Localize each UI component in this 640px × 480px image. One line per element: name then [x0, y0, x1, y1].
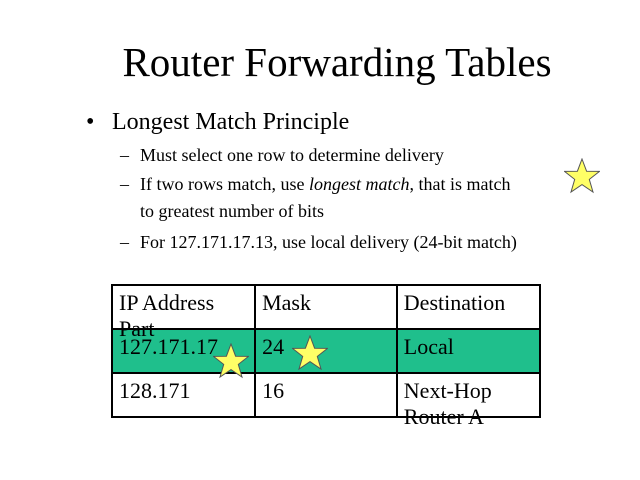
forwarding-table: IP Address Part Mask Destination 127.171…	[110, 284, 542, 429]
cell-mask-text: 24	[262, 334, 285, 359]
cell-ip-text: 128.171	[119, 378, 191, 403]
cell-destination: Next-Hop Router A	[395, 372, 542, 429]
subpoint-2-text-a: If two rows match, use	[140, 174, 309, 194]
cell-mask: 16	[254, 372, 398, 418]
header-ip-text: IP Address Part	[119, 290, 215, 341]
dash-marker: –	[120, 145, 129, 165]
subpoint-3-text: For 127.171.17.13, use local delivery (2…	[140, 232, 517, 252]
cell-mask: 24	[254, 328, 398, 374]
table-header-row: IP Address Part Mask Destination	[110, 284, 542, 341]
slide-title: Router Forwarding Tables	[122, 39, 552, 85]
header-mask-text: Mask	[262, 290, 311, 315]
cell-destination: Local	[395, 328, 542, 374]
subpoint-2: –If two rows match, use longest match, t…	[120, 173, 510, 195]
table-row: 128.171 16 Next-Hop Router A	[110, 372, 542, 429]
bullet-longest-match: • Longest Match Principle	[86, 108, 349, 136]
dash-marker: –	[120, 232, 129, 252]
dash-marker: –	[120, 174, 129, 194]
subpoint-2-italic: longest match	[308, 174, 410, 194]
bullet-marker: •	[86, 109, 95, 135]
subpoint-2-text-b: , that is match	[409, 174, 511, 194]
cell-destination-text: Next-Hop Router A	[403, 378, 492, 429]
header-cell-ip: IP Address Part	[110, 284, 257, 341]
subpoint-2-continuation: to greatest number of bits	[140, 201, 324, 221]
header-destination-text: Destination	[403, 290, 506, 315]
subpoint-1: –Must select one row to determine delive…	[120, 144, 444, 166]
table-row: 127.171.17 24 Local	[110, 328, 542, 374]
cell-ip-text: 127.171.17	[119, 334, 218, 359]
cell-mask-text: 16	[262, 378, 285, 403]
star-icon	[213, 343, 249, 379]
subpoint-1-text: Must select one row to determine deliver…	[140, 145, 444, 165]
cell-destination-text: Local	[403, 334, 454, 359]
subpoint-3: –For 127.171.17.13, use local delivery (…	[120, 231, 517, 253]
cell-ip: 128.171	[110, 372, 257, 418]
star-icon	[292, 335, 328, 371]
header-cell-mask: Mask	[254, 284, 398, 330]
header-cell-destination: Destination	[395, 284, 542, 330]
bullet-text: Longest Match Principle	[112, 109, 350, 135]
star-icon	[564, 158, 600, 194]
